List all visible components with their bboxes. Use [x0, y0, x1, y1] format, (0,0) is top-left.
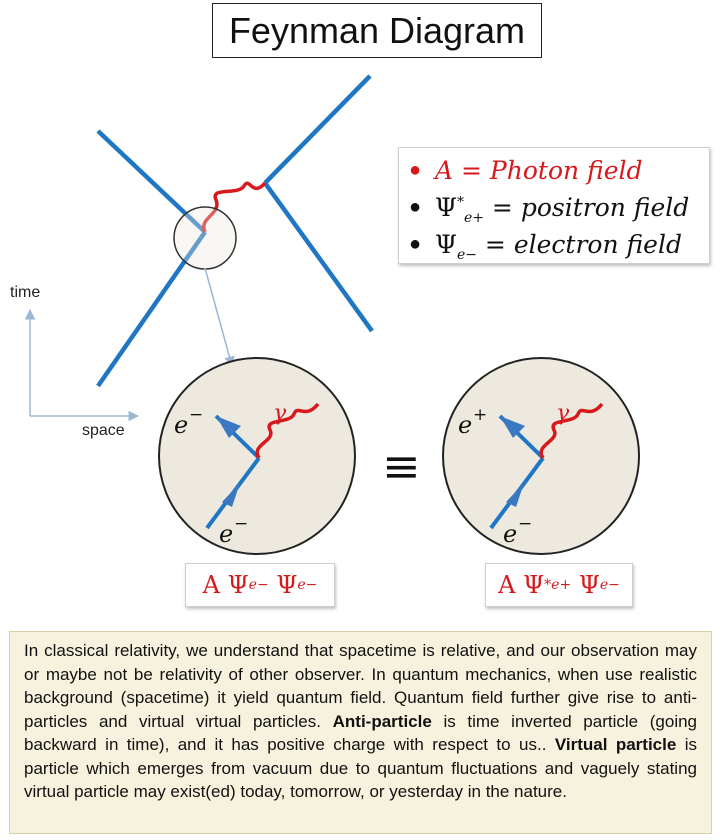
formula-a: A — [498, 571, 516, 599]
field-legend: ● A = Photon field ● Ψ*e+ = positron fie… — [398, 147, 710, 264]
formula-psi: Ψ — [523, 571, 545, 599]
left-photon-label: γ — [273, 401, 287, 426]
left-top-particle-sign: − — [189, 405, 203, 425]
space-axis-label: space — [82, 422, 125, 439]
vertex-highlight-circle — [173, 206, 237, 270]
right-photon-wave — [539, 402, 604, 459]
right-photon-label: γ — [556, 401, 570, 426]
right-lower-arrow — [506, 483, 524, 507]
time-axis-label: time — [10, 284, 41, 301]
right-bottom-particle-sign: − — [518, 514, 532, 534]
formula-psi: Ψ — [276, 571, 298, 599]
legend-eq: = — [461, 155, 482, 185]
legend-eq: = — [491, 192, 513, 222]
paragraph-text: In classical relativity, we understand t… — [24, 641, 697, 731]
formula-sub: e− — [599, 577, 620, 593]
legend-symbol: A — [435, 155, 454, 185]
term-virtual-particle: Virtual particle — [554, 735, 677, 754]
left-top-particle-label: e — [174, 411, 188, 439]
legend-symbol: Ψ — [435, 192, 457, 222]
explanation-paragraph: In classical relativity, we understand t… — [9, 631, 712, 834]
formula-sub: e− — [297, 577, 318, 593]
legend-desc: positron field — [520, 192, 690, 222]
legend-row-positron: ● Ψ*e+ = positron field — [409, 189, 689, 225]
formula-sub: e− — [248, 577, 269, 593]
equivalence-symbol: ≡ — [382, 439, 421, 493]
legend-desc: electron field — [513, 229, 682, 259]
paragraph-text: is time inverted particle (going backwar… — [24, 711, 697, 755]
left-bottom-particle-sign: − — [234, 514, 248, 534]
term-anti-particle: Anti-particle — [332, 711, 432, 731]
bullet-icon: ● — [409, 195, 422, 218]
zoom-pointer-arrow — [204, 267, 235, 368]
legend-sub: e+ — [463, 209, 484, 226]
left-upper-arrow — [216, 416, 241, 438]
feynman-diagram: e − e − γ ≡ e + e − γ — [24, 74, 640, 555]
legend-row-electron: ● Ψe− = electron field — [409, 226, 682, 262]
paragraph-text: is particle which emerges from vacuum du… — [24, 735, 697, 801]
legend-sub: e− — [456, 246, 477, 263]
formula-a: A — [202, 571, 220, 599]
positron-line-lower — [263, 181, 374, 333]
right-upper-arrow — [500, 416, 525, 438]
formula-psi: Ψ — [227, 571, 249, 599]
legend-eq: = — [484, 229, 506, 259]
page-title: Feynman Diagram — [212, 3, 542, 58]
legend-sup: * — [456, 194, 464, 211]
left-bottom-particle-label: e — [219, 520, 233, 548]
positron-line-upper — [263, 74, 372, 185]
legend-row-photon: ● A = Photon field — [409, 152, 643, 188]
electron-line-incoming — [96, 129, 207, 234]
formula-psi: Ψ — [578, 571, 600, 599]
legend-desc: Photon field — [489, 155, 643, 185]
bullet-icon: ● — [409, 232, 422, 255]
legend-symbol: Ψ — [435, 229, 457, 259]
bullet-icon: ● — [409, 158, 422, 181]
right-top-particle-sign: + — [473, 405, 487, 425]
left-lower-arrow — [222, 483, 240, 507]
right-top-particle-label: e — [458, 411, 472, 439]
electron-line-outgoing — [96, 230, 207, 388]
formula-sub: e+ — [551, 577, 572, 593]
photon-propagator — [201, 181, 267, 233]
right-bottom-particle-label: e — [503, 520, 517, 548]
left-photon-wave — [255, 402, 320, 459]
